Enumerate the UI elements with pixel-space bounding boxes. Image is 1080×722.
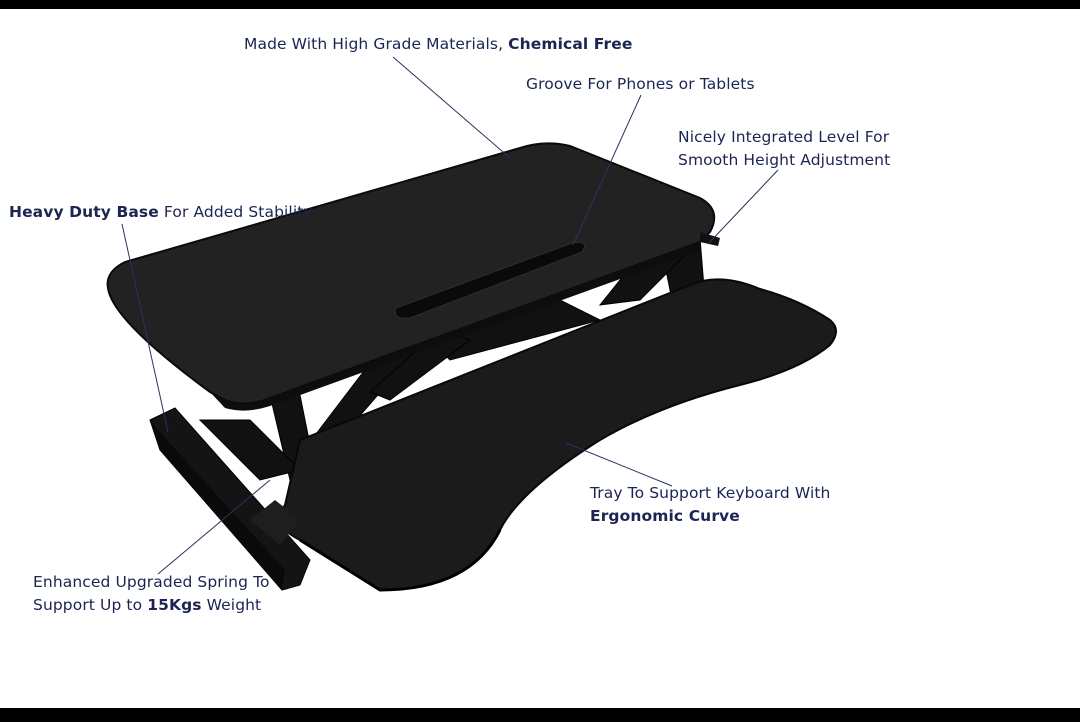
callout-materials: Made With High Grade Materials, Chemical… bbox=[244, 33, 632, 56]
callout-materials-bold: Chemical Free bbox=[508, 35, 633, 53]
callout-spring-line1: Enhanced Upgraded Spring To bbox=[33, 573, 270, 591]
desk-top-surface bbox=[106, 142, 716, 411]
callout-leader-lines bbox=[121, 56, 779, 575]
callout-groove: Groove For Phones or Tablets bbox=[526, 73, 755, 96]
callout-groove-text: Groove For Phones or Tablets bbox=[526, 75, 755, 93]
height-adjustment-lever bbox=[700, 232, 720, 246]
heavy-duty-base bbox=[149, 407, 311, 591]
callout-spring-line2-pre: Support Up to bbox=[33, 596, 148, 614]
callout-base: Heavy Duty Base For Added Stability bbox=[9, 201, 313, 224]
callout-materials-text: Made With High Grade Materials, bbox=[244, 35, 509, 53]
callout-tray: Tray To Support Keyboard With Ergonomic … bbox=[590, 482, 831, 528]
callout-spring-line2-bold: 15Kgs bbox=[147, 596, 202, 614]
callout-tray-line2-bold: Ergonomic Curve bbox=[590, 507, 740, 525]
phone-tablet-groove bbox=[394, 241, 585, 319]
callout-level: Nicely Integrated Level For Smooth Heigh… bbox=[678, 126, 890, 172]
callout-base-text: For Added Stability bbox=[158, 203, 313, 221]
letterbox-top-bar bbox=[0, 0, 1080, 9]
callout-spring-line2-post: Weight bbox=[201, 596, 262, 614]
letterbox-bottom-bar bbox=[0, 708, 1080, 722]
callout-level-line2: Smooth Height Adjustment bbox=[678, 151, 891, 169]
callout-base-bold: Heavy Duty Base bbox=[9, 203, 159, 221]
callout-spring: Enhanced Upgraded Spring To Support Up t… bbox=[33, 571, 270, 617]
callout-level-line1: Nicely Integrated Level For bbox=[678, 128, 890, 146]
callout-tray-line1: Tray To Support Keyboard With bbox=[590, 484, 831, 502]
